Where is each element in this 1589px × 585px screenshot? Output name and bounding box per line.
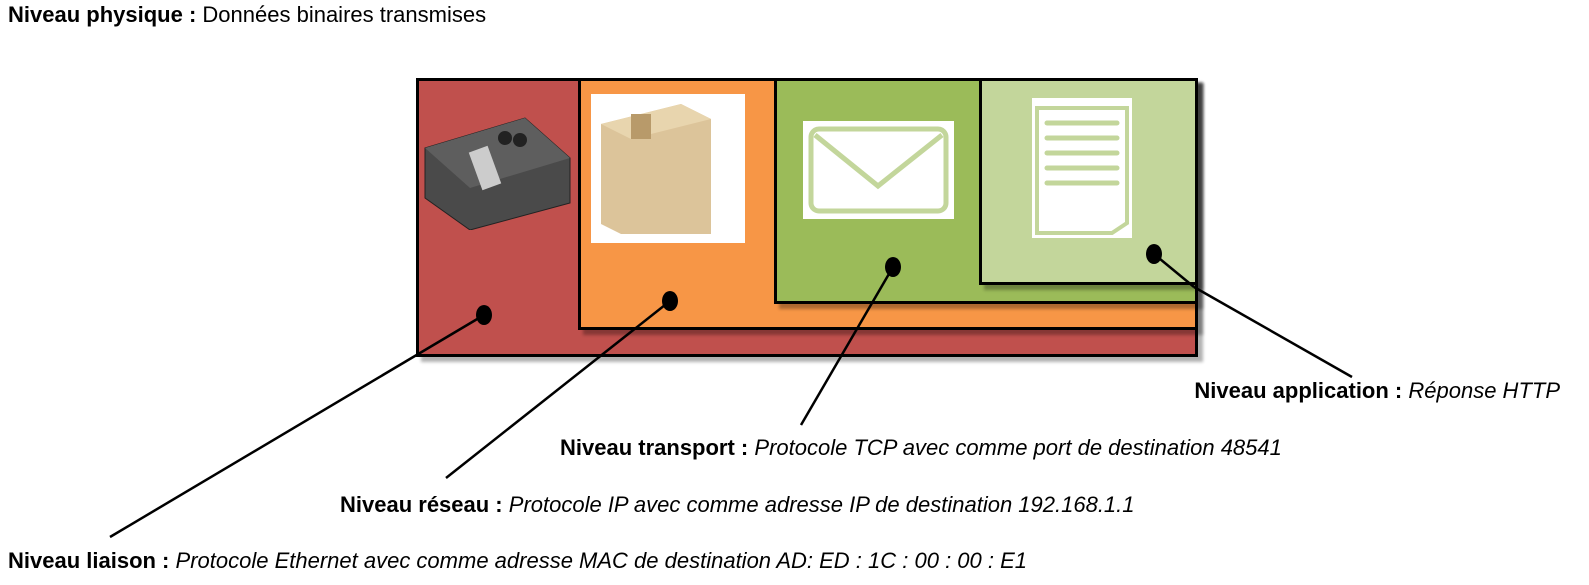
network-callout-line (445, 300, 671, 479)
application-callout-line (1193, 285, 1353, 379)
label-network: Niveau réseau : Protocole IP avec comme … (340, 492, 1135, 517)
suitcase-icon (424, 117, 571, 230)
envelope-icon (803, 121, 954, 219)
label-transport: Niveau transport : Protocole TCP avec co… (560, 435, 1282, 460)
application-dot (1146, 244, 1162, 264)
transport-callout-line (799, 266, 895, 426)
label-link: Niveau liaison : Protocole Ethernet avec… (8, 548, 1028, 573)
transport-dot (885, 257, 901, 277)
cardboard-box-icon (591, 94, 745, 243)
network-dot (662, 291, 678, 311)
link-callout-line (109, 313, 485, 539)
document-icon (1032, 98, 1132, 238)
label-physical: Niveau physique : Données binaires trans… (8, 2, 487, 27)
label-application: Niveau application : Réponse HTTP (1194, 378, 1560, 403)
link-dot (476, 305, 492, 325)
